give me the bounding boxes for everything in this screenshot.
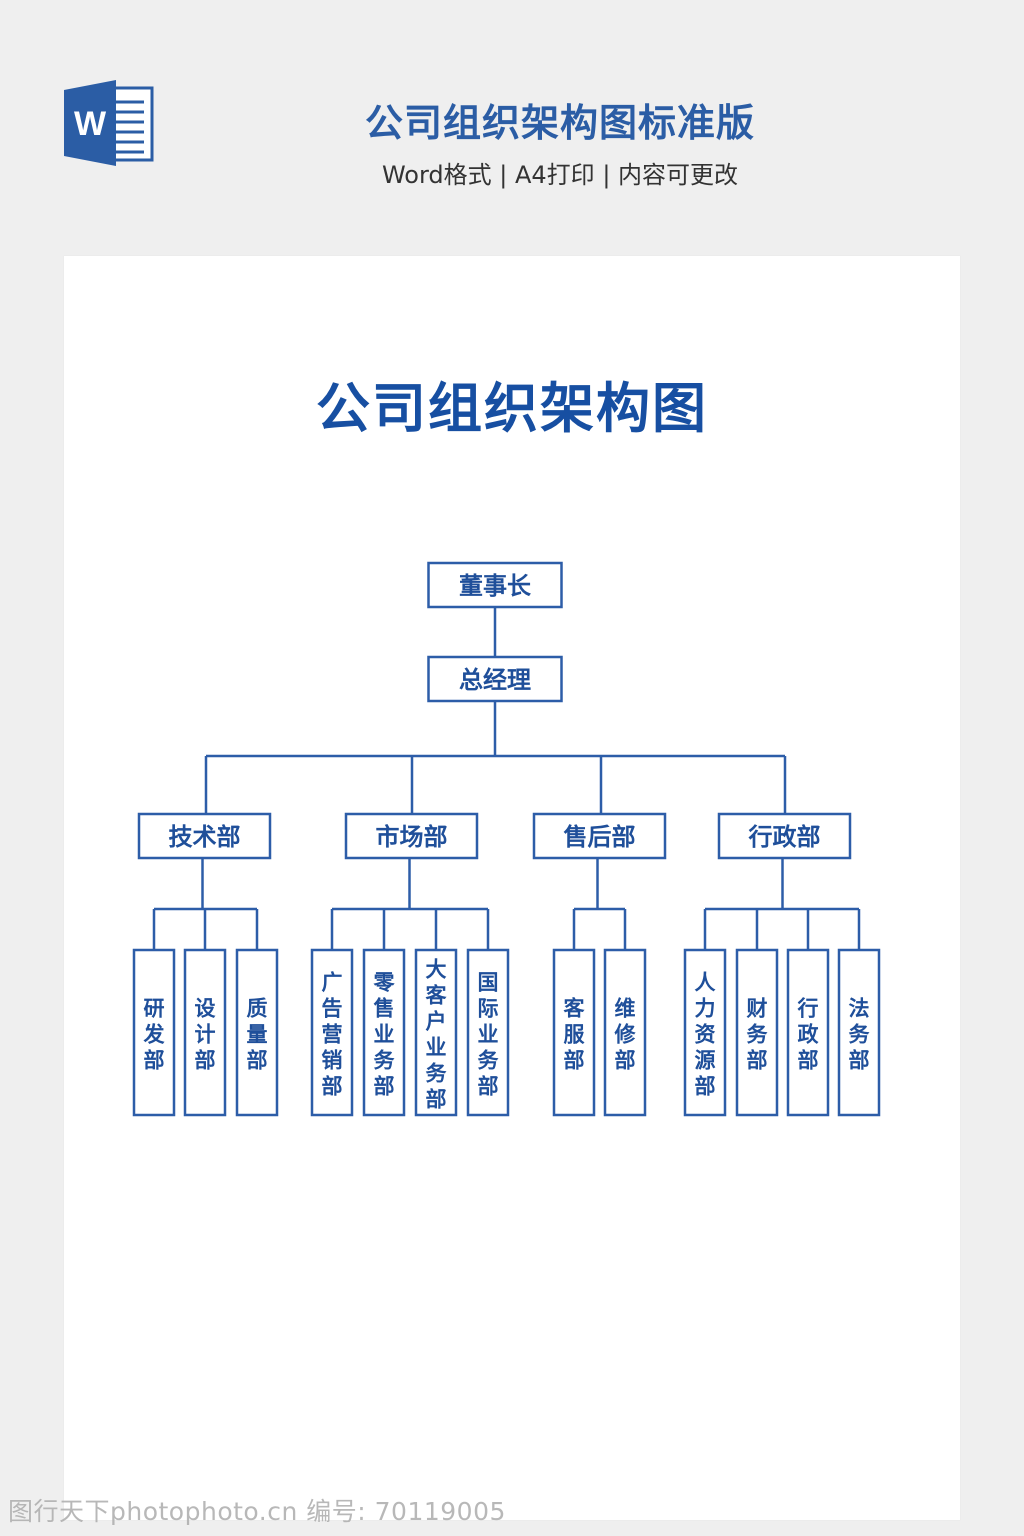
org-box-top-1 (427, 561, 563, 609)
org-box-sub-4-4 (837, 948, 881, 1117)
org-label-sub-4-1: 人力资源部 (695, 971, 716, 1099)
org-label-sub-3-2: 维修部 (614, 997, 637, 1073)
org-label-department-2: 市场部 (376, 823, 448, 851)
word-logo-icon: W (64, 80, 154, 166)
org-box-sub-1-2 (183, 948, 227, 1117)
org-label-sub-1-3: 质量部 (247, 997, 268, 1073)
word-logo-letter: W (74, 105, 107, 143)
document-title: 公司组织架构图 (316, 377, 708, 440)
org-label-sub-4-4: 法务部 (849, 997, 871, 1073)
org-box-sub-2-1 (310, 948, 354, 1117)
org-label-sub-3-1: 客服部 (564, 997, 586, 1073)
org-box-sub-3-1 (552, 948, 596, 1117)
org-box-sub-1-1 (132, 948, 176, 1117)
org-box-department-4 (717, 812, 852, 860)
org-label-sub-2-3: 大客户业务部 (426, 958, 448, 1112)
org-label-sub-1-1: 研发部 (143, 997, 166, 1073)
org-box-department-1 (137, 812, 272, 860)
watermark: 图行天下photophoto.cn 编号: 70119005 (8, 1497, 506, 1526)
org-label-department-1: 技术部 (169, 823, 241, 851)
org-label-sub-4-2: 财务部 (747, 997, 769, 1073)
header-title: 公司组织架构图标准版 (364, 101, 755, 145)
org-label-sub-2-1: 广告营销部 (322, 971, 343, 1099)
org-box-sub-4-1 (683, 948, 727, 1117)
org-chart-lines (152, 607, 861, 950)
org-box-sub-2-4 (466, 948, 510, 1117)
header-subtitle: Word格式 | A4打印 | 内容可更改 (381, 161, 739, 189)
org-label-sub-1-2: 设计部 (195, 997, 216, 1073)
org-label-top-2: 总经理 (459, 666, 531, 694)
document-page (64, 256, 960, 1520)
org-box-sub-1-3 (235, 948, 279, 1117)
org-box-sub-4-2 (735, 948, 779, 1117)
org-box-department-3 (532, 812, 667, 860)
org-label-sub-2-4: 国际业务部 (478, 971, 500, 1099)
org-label-sub-4-3: 行政部 (797, 997, 820, 1073)
org-box-sub-2-3 (414, 948, 458, 1117)
org-box-sub-3-2 (603, 948, 647, 1117)
org-box-department-2 (344, 812, 479, 860)
org-box-top-2 (427, 655, 563, 703)
org-box-sub-2-2 (362, 948, 406, 1117)
org-label-sub-2-2: 零售业务部 (373, 971, 396, 1099)
org-box-sub-4-3 (786, 948, 830, 1117)
org-label-department-3: 售后部 (564, 823, 636, 851)
org-label-top-1: 董事长 (459, 572, 532, 600)
org-label-department-4: 行政部 (748, 823, 821, 851)
